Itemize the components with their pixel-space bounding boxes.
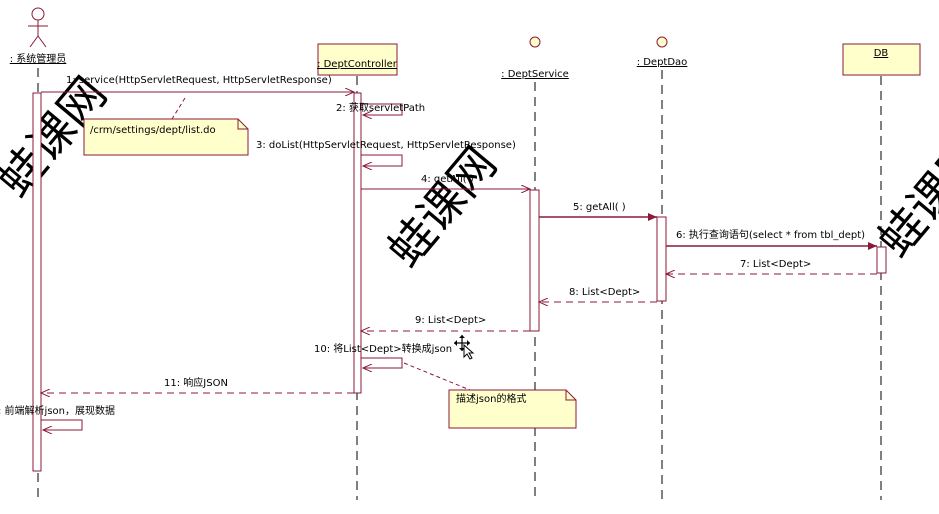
message-label-9: 9: List<Dept>	[415, 315, 486, 326]
message-label-12: : 前端解析json，展现数据	[0, 404, 115, 417]
message-line-3	[361, 154, 403, 166]
message-line-12	[41, 419, 83, 430]
entity-icon	[656, 36, 668, 48]
participant-service[interactable]: : DeptService	[501, 36, 569, 80]
service-label: : DeptService	[501, 69, 569, 80]
message-label-11: 11: 响应JSON	[164, 376, 228, 389]
note-json-format[interactable]: 描述json的格式	[403, 362, 577, 429]
participant-dao[interactable]: : DeptDao	[637, 36, 688, 68]
participant-controller[interactable]: : DeptController	[317, 43, 398, 76]
message-line-2	[361, 103, 403, 115]
note-json-text: 描述json的格式	[456, 392, 526, 405]
message-label-3: 3: doList(HttpServletRequest, HttpServle…	[256, 140, 516, 151]
controller-label: : DeptController	[317, 59, 398, 70]
message-label-1: 1: service(HttpServletRequest, HttpServl…	[66, 75, 332, 86]
message-line-10	[361, 357, 403, 368]
message-label-4: 4: getAll( )	[421, 174, 474, 185]
activation-db	[876, 246, 887, 274]
message-labels: 1: service(HttpServletRequest, HttpServl…	[0, 75, 865, 417]
note-connector	[403, 362, 471, 391]
watermark: 蛙课网	[867, 127, 939, 267]
message-label-7: 7: List<Dept>	[740, 259, 811, 270]
activation-dao	[656, 216, 667, 302]
note-url[interactable]: /crm/settings/dept/list.do	[83, 97, 249, 156]
activations	[32, 92, 887, 472]
message-label-8: 8: List<Dept>	[569, 287, 640, 298]
message-label-5: 5: getAll( )	[573, 202, 626, 213]
actor-icon	[28, 7, 48, 48]
message-lines	[41, 92, 877, 430]
message-label-6: 6: 执行查询语句(select * from tbl_dept)	[676, 228, 865, 241]
note-connector	[171, 97, 186, 120]
message-label-2: 2: 获取servletPath	[336, 102, 425, 114]
activation-admin	[32, 92, 42, 472]
db-label: DB	[874, 48, 889, 59]
participant-db[interactable]: DB	[842, 43, 921, 76]
actor-admin[interactable]: : 系统管理员	[10, 7, 67, 65]
dao-label: : DeptDao	[637, 57, 688, 68]
actor-label: : 系统管理员	[10, 52, 67, 65]
watermark: 蛙课网	[377, 137, 507, 277]
message-label-10: 10: 将List<Dept>转换成json	[314, 342, 452, 355]
activation-service	[529, 189, 540, 332]
note-url-text: /crm/settings/dept/list.do	[90, 125, 216, 136]
activation-controller	[353, 92, 362, 394]
move-cursor-icon	[454, 335, 475, 360]
entity-icon	[529, 36, 541, 48]
